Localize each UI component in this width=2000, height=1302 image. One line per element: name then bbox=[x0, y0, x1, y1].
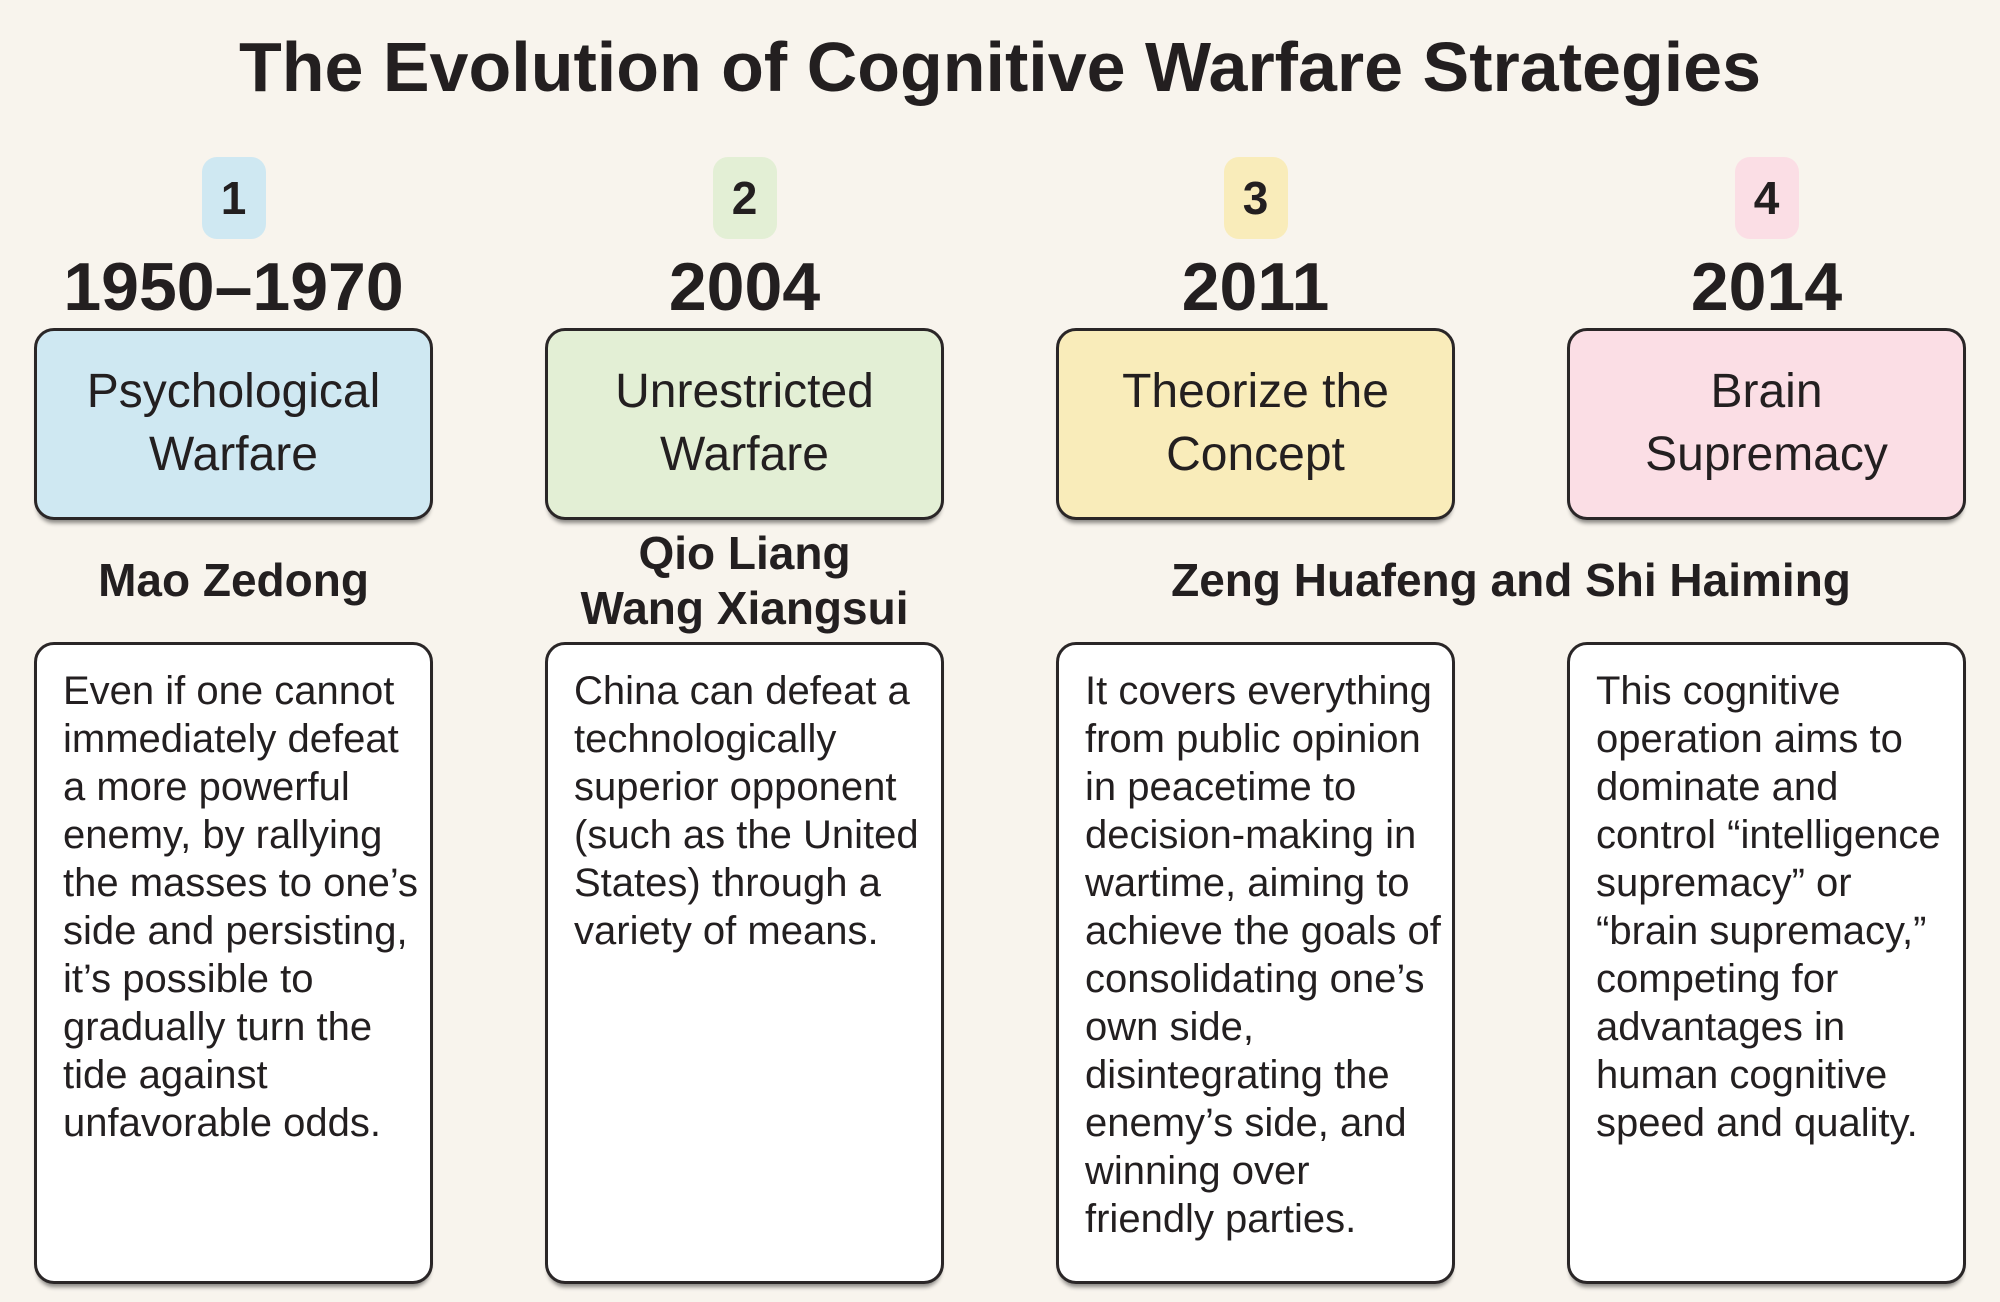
strategy-box-2: Unrestricted Warfare bbox=[545, 327, 944, 520]
step-number-2: 2 bbox=[731, 171, 758, 224]
strategy-box-4: Brain Supremacy bbox=[1567, 327, 1966, 520]
period-label-4: 2014 bbox=[1690, 248, 1843, 325]
strategy-label-1: Psychological Warfare bbox=[86, 365, 381, 481]
quote-box-3: It covers everything from public opinion… bbox=[1056, 641, 1455, 1284]
period-label-2: 2004 bbox=[668, 248, 821, 325]
page-title: The Evolution of Cognitive Warfare Strat… bbox=[238, 28, 1762, 106]
step-number-1: 1 bbox=[220, 171, 247, 224]
period-label-1: 1950–1970 bbox=[63, 248, 404, 325]
strategy-label-3: Theorize the Concept bbox=[1122, 365, 1389, 481]
step-badge-4: 4 bbox=[1734, 156, 1799, 239]
quote-text-1: Even if one cannot immediately defeat a … bbox=[63, 668, 419, 1145]
quote-box-4: This cognitive operation aims to dominat… bbox=[1567, 641, 1966, 1284]
author-label-1: Mao Zedong bbox=[98, 554, 369, 607]
author-label-shared: Zeng Huafeng and Shi Haiming bbox=[1171, 554, 1851, 607]
period-label-3: 2011 bbox=[1181, 248, 1330, 325]
quote-text-4: This cognitive operation aims to dominat… bbox=[1596, 668, 1941, 1145]
quote-box-1: Even if one cannot immediately defeat a … bbox=[34, 641, 433, 1284]
step-number-3: 3 bbox=[1242, 171, 1269, 224]
author-label-2: Qio Liang Wang Xiangsui bbox=[580, 527, 909, 634]
strategy-box-3: Theorize the Concept bbox=[1056, 327, 1455, 520]
strategy-label-4: Brain Supremacy bbox=[1645, 365, 1888, 481]
step-number-4: 4 bbox=[1753, 171, 1780, 224]
strategy-label-2: Unrestricted Warfare bbox=[615, 365, 874, 481]
quote-text-2: China can defeat a technologically super… bbox=[574, 668, 919, 953]
step-badge-3: 3 bbox=[1223, 156, 1288, 239]
timeline-grid: 1 2 3 4 1950–1970 2004 2011 2014 Psychol… bbox=[0, 150, 2000, 1284]
quote-text-3: It covers everything from public opinion… bbox=[1085, 668, 1441, 1241]
step-badge-1: 1 bbox=[201, 156, 266, 239]
strategy-box-1: Psychological Warfare bbox=[34, 327, 433, 520]
step-badge-2: 2 bbox=[712, 156, 777, 239]
quote-box-2: China can defeat a technologically super… bbox=[545, 641, 944, 1284]
